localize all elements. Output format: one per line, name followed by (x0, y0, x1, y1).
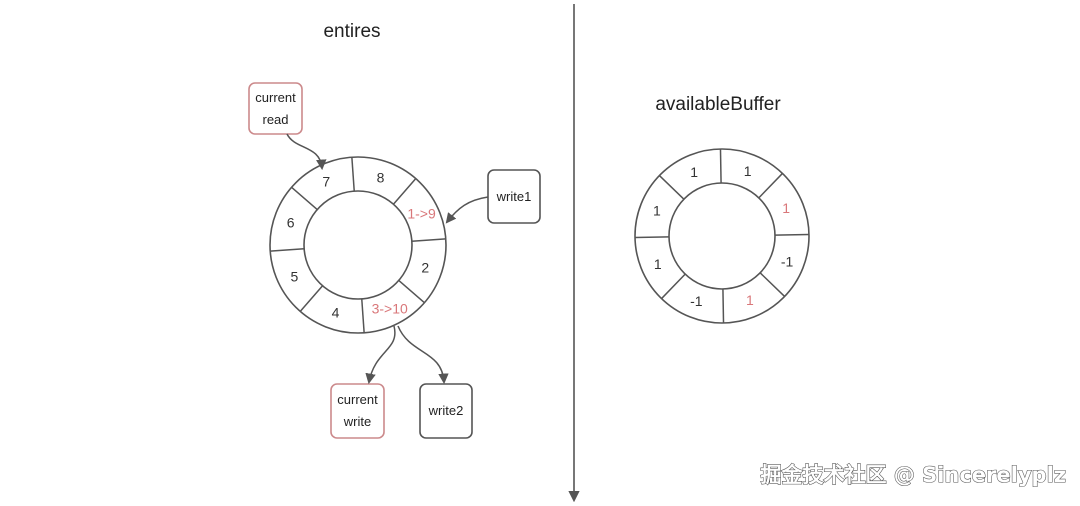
ring-divider (411, 238, 446, 242)
ring-divider (270, 248, 305, 252)
current-read-box: current read (248, 82, 303, 135)
current-write-label-line2: write (343, 414, 371, 429)
ring-segment-label: 1 (744, 163, 752, 179)
ring-segment-label: 1 (653, 202, 661, 218)
current-write-arrow (365, 325, 396, 385)
ring-segment-label: 2 (421, 260, 429, 276)
current-read-label-line1: current (255, 90, 296, 105)
ring-divider (661, 273, 686, 300)
ring-divider (291, 186, 318, 211)
write1-box: write1 (487, 169, 541, 224)
ring-divider (398, 279, 425, 304)
write1-label: write1 (496, 189, 532, 204)
current-write-box: current write (330, 383, 385, 439)
ring-divider (635, 236, 670, 239)
available-buffer-ring: 1 1 -1 1 -1 1 1 1 (634, 148, 810, 324)
watermark: 掘金技术社区 @ Sincerelyplz (760, 463, 1066, 487)
ring-divider (719, 149, 722, 184)
current-write-label-line1: current (337, 392, 378, 407)
ring-divider (658, 175, 685, 200)
ring-divider (774, 233, 809, 236)
ring-divider (758, 172, 783, 199)
ring-inner (303, 190, 413, 300)
ring-segment-label: 6 (287, 214, 295, 230)
entries-ring-buffer: 8 1->9 2 3->10 4 5 6 7 (269, 156, 447, 334)
available-buffer-title: availableBuffer (655, 94, 781, 115)
ring-segment-label: 1 (654, 256, 662, 272)
ring-divider (361, 298, 365, 333)
ring-segment-label: 1 (746, 292, 754, 308)
ring-segment-label: 5 (291, 269, 299, 285)
entries-title: entires (323, 21, 380, 42)
ring-segment-label: 8 (377, 170, 385, 186)
write1-arrow (445, 196, 489, 224)
current-read-label-line2: read (262, 112, 288, 127)
ring-segment-label: 7 (322, 173, 330, 189)
write2-arrow (397, 325, 449, 385)
ring-divider (759, 272, 786, 297)
write2-label: write2 (428, 403, 464, 418)
ring-divider (392, 178, 417, 205)
ring-divider (351, 157, 355, 192)
ring-segment-label: 4 (332, 304, 340, 320)
ring-segment-label: -1 (781, 254, 794, 270)
ring-segment-label: 1 (782, 200, 790, 216)
ring-divider (722, 288, 725, 323)
ring-segment-label: 3->10 (372, 301, 408, 317)
ring-segment-label: 1 (690, 164, 698, 180)
ring-segment-label: 1->9 (407, 205, 436, 221)
ring-inner (668, 182, 776, 290)
ring-divider (299, 285, 324, 312)
write2-box: write2 (419, 383, 473, 439)
current-read-arrow (286, 133, 327, 171)
ring-segment-label: -1 (690, 293, 703, 309)
